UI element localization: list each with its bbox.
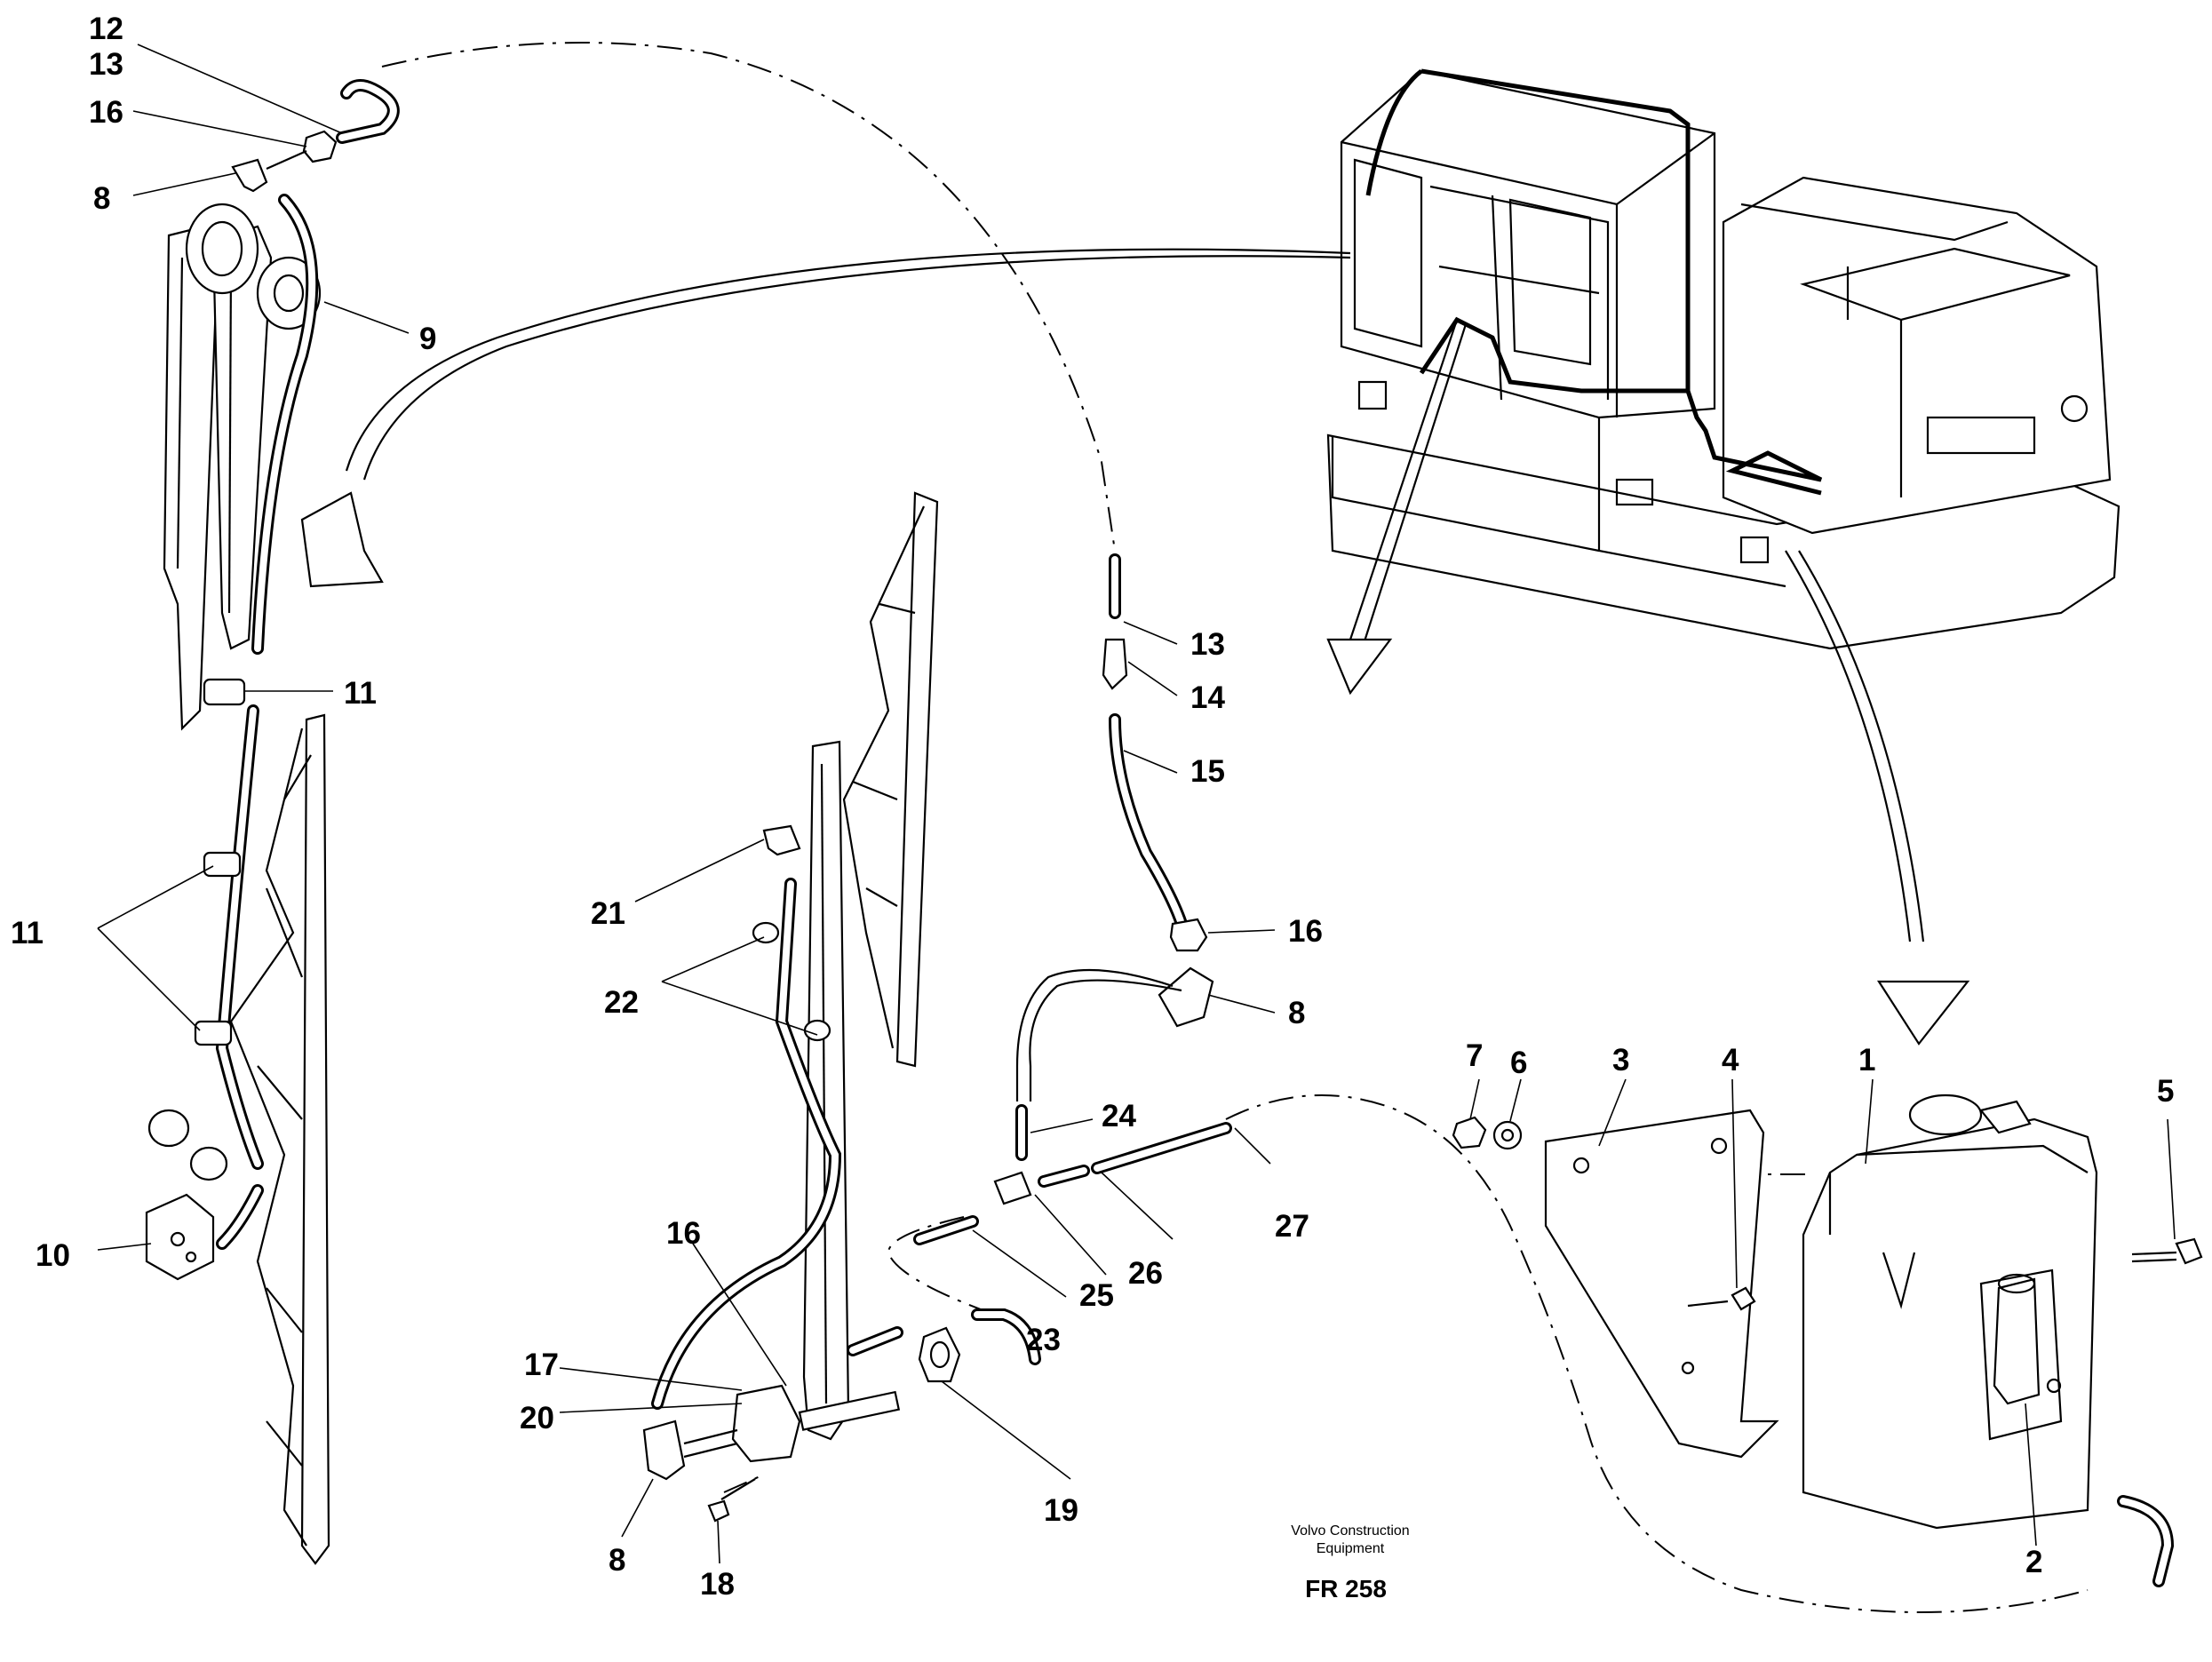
- callout-22: 22: [604, 985, 639, 1020]
- bracket-3: [1544, 1109, 1779, 1459]
- nozzle-8-low: [642, 1419, 686, 1481]
- left-blade-frame: [229, 728, 307, 1547]
- wiper-motor-bracket-10: [145, 1193, 215, 1281]
- callout-20: 20: [520, 1401, 554, 1435]
- callout-3: 3: [1612, 1043, 1629, 1078]
- nut-16-mid: [1169, 918, 1208, 952]
- left-wiper-arm: [163, 225, 219, 731]
- callout-7: 7: [1466, 1038, 1483, 1073]
- location-arrows: [300, 248, 1970, 1046]
- bushing-19: [918, 1326, 961, 1383]
- callout-12-top: 12: [89, 12, 123, 46]
- center-wiper-blade: [895, 491, 939, 1068]
- nut-7: [1452, 1116, 1487, 1149]
- nozzle-8-top: [231, 158, 268, 193]
- callout-17: 17: [524, 1348, 559, 1382]
- washer-6: [1492, 1120, 1523, 1150]
- left-wiper-assembly: [145, 79, 400, 1565]
- washer-tank-1: [1802, 1117, 2098, 1530]
- screw-5: [2175, 1237, 2203, 1265]
- callout-11-mid: 11: [344, 676, 377, 711]
- callout-24: 24: [1102, 1099, 1136, 1133]
- hose-clip-11-b: [203, 851, 242, 878]
- tank-cap: [1908, 1093, 1983, 1136]
- callout-8-low: 8: [609, 1543, 625, 1578]
- screw-18: [707, 1499, 730, 1523]
- figure-code: FR 258: [1305, 1575, 1387, 1602]
- callout-16-low: 16: [666, 1216, 701, 1251]
- dash-loop-bottom: [887, 1216, 996, 1316]
- arrow-to-center: [1349, 319, 1468, 645]
- hose-clip-11-a: [203, 678, 246, 706]
- credit-block: Volvo Construction Equipment FR 258: [1291, 1523, 1409, 1602]
- spindle-bracket-17: [731, 1384, 801, 1463]
- engine-cover: [1722, 176, 2112, 535]
- callout-6: 6: [1510, 1046, 1527, 1080]
- credit-line-1: Volvo Construction: [1291, 1523, 1409, 1539]
- screw-4: [1731, 1286, 1756, 1311]
- excavator-upper-structure: [1326, 68, 2120, 650]
- connector-14: [1102, 638, 1128, 690]
- callout-25: 25: [1079, 1278, 1114, 1313]
- callout-15: 15: [1190, 754, 1225, 789]
- callout-9: 9: [419, 322, 436, 356]
- center-hose-chain: [847, 553, 1232, 1365]
- operator-cab: [1340, 69, 1716, 419]
- leader-lines: [97, 44, 2176, 1564]
- dash-loop-tank: [1225, 1094, 2089, 1613]
- callout-18: 18: [700, 1567, 735, 1602]
- callout-8-top: 8: [93, 181, 110, 216]
- washer-tank-assembly: [1452, 1093, 2203, 1587]
- callout-14: 14: [1190, 680, 1225, 715]
- callout-23: 23: [1026, 1323, 1061, 1357]
- callout-labels: 12 13 16 8 9 11 11 10 13 14 15 16 8 21 2…: [11, 12, 2174, 1602]
- callout-4: 4: [1722, 1043, 1739, 1078]
- callout-8-mid: 8: [1288, 996, 1305, 1030]
- callout-13-top: 13: [89, 47, 123, 82]
- arrow-to-left-wiper: [345, 248, 1351, 472]
- callout-1: 1: [1858, 1043, 1875, 1078]
- callout-21: 21: [591, 896, 625, 931]
- callout-11-left: 11: [11, 916, 44, 950]
- clip-22-a: [752, 921, 780, 944]
- center-wiper-assembly: [642, 491, 961, 1523]
- clip-22-b: [803, 1019, 831, 1042]
- hose-clip-11-c: [194, 1020, 233, 1046]
- clip-21: [762, 824, 801, 856]
- callout-16-top: 16: [89, 95, 123, 130]
- washer-pump-2: [1993, 1277, 2041, 1405]
- dash-arc-top: [381, 42, 1116, 552]
- callout-10: 10: [36, 1238, 70, 1273]
- callout-27: 27: [1275, 1209, 1309, 1244]
- arrow-to-tank: [1785, 550, 1925, 942]
- tee-25: [993, 1171, 1032, 1205]
- credit-line-2: Equipment: [1317, 1541, 1385, 1556]
- wiring-harness: [1419, 68, 1823, 496]
- callout-5: 5: [2157, 1074, 2174, 1109]
- callout-26: 26: [1128, 1256, 1163, 1291]
- callout-16-mid: 16: [1288, 914, 1323, 949]
- callout-2: 2: [2025, 1545, 2042, 1579]
- nut-16-top: [302, 130, 338, 163]
- left-wiper-blade: [300, 713, 330, 1565]
- center-wiper-arm: [802, 740, 850, 1441]
- callout-13-mid: 13: [1190, 627, 1225, 662]
- callout-19: 19: [1044, 1493, 1078, 1528]
- nozzle-8-mid: [1158, 966, 1214, 1028]
